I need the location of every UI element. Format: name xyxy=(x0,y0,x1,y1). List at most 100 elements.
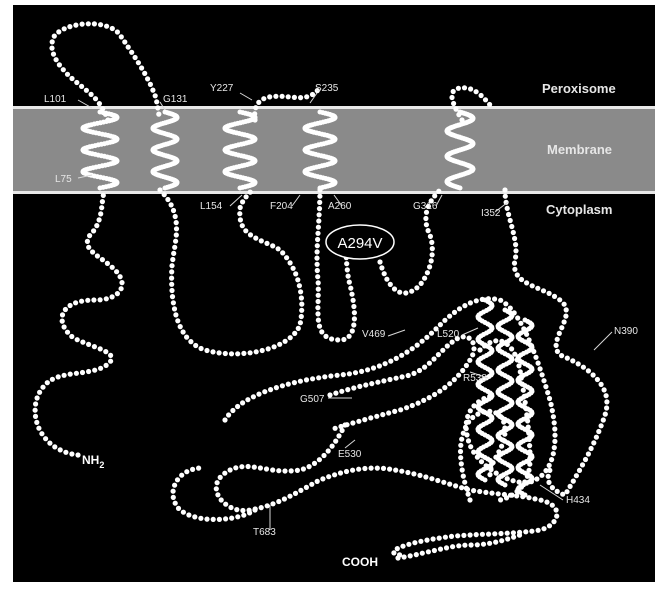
residue-label-l154: L154 xyxy=(200,201,223,212)
residue-bead xyxy=(270,243,275,248)
residue-bead xyxy=(603,412,608,417)
residue-bead xyxy=(512,236,517,241)
residue-bead xyxy=(100,199,105,204)
residue-bead xyxy=(562,319,567,324)
residue-bead xyxy=(424,222,429,227)
residue-bead xyxy=(115,29,120,34)
residue-bead xyxy=(467,497,472,502)
residue-bead xyxy=(411,471,416,476)
residue-bead xyxy=(298,320,303,325)
residue-bead xyxy=(100,257,105,262)
residue-bead xyxy=(43,436,48,441)
residue-bead xyxy=(287,494,292,499)
residue-bead xyxy=(317,194,322,199)
residue-bead xyxy=(240,400,245,405)
residue-bead xyxy=(315,231,320,236)
residue-bead xyxy=(170,294,175,299)
residue-bead xyxy=(559,353,564,358)
residue-bead xyxy=(438,547,443,552)
residue-bead xyxy=(477,489,482,494)
residue-bead xyxy=(86,245,91,250)
residue-bead xyxy=(601,417,606,422)
residue-bead xyxy=(276,468,281,473)
residue-bead xyxy=(351,322,356,327)
residue-bead xyxy=(91,297,96,302)
residue-bead xyxy=(453,483,458,488)
residue-bead xyxy=(458,443,463,448)
residue-bead xyxy=(314,256,319,261)
residue-bead xyxy=(47,441,52,446)
residue-bead xyxy=(375,466,380,471)
residue-bead xyxy=(487,472,492,477)
residue-bead xyxy=(463,425,468,430)
residue-bead xyxy=(65,72,70,77)
residue-bead xyxy=(351,298,356,303)
residue-bead xyxy=(260,348,265,353)
residue-bead xyxy=(350,468,355,473)
residue-bead xyxy=(56,29,61,34)
residue-bead xyxy=(383,361,388,366)
residue-bead xyxy=(95,253,100,258)
residue-bead xyxy=(468,300,473,305)
residue-bead xyxy=(276,499,281,504)
residue-bead xyxy=(280,383,285,388)
residue-bead xyxy=(412,540,417,545)
residue-bead xyxy=(316,280,321,285)
residue-bead xyxy=(405,470,410,475)
residue-bead xyxy=(171,489,176,494)
residue-bead xyxy=(157,187,162,192)
residue-bead xyxy=(67,24,72,29)
residue-bead xyxy=(315,249,320,254)
residue-bead xyxy=(327,392,332,397)
residue-bead xyxy=(268,387,273,392)
residue-bead xyxy=(45,380,50,385)
residue-bead xyxy=(481,542,486,547)
residue-bead xyxy=(89,92,94,97)
residue-label-y227: Y227 xyxy=(210,83,234,94)
residue-bead xyxy=(299,314,304,319)
residue-bead xyxy=(552,433,557,438)
residue-label-t683: T683 xyxy=(253,527,276,538)
residue-bead xyxy=(240,223,245,228)
residue-bead xyxy=(494,471,499,476)
residue-bead xyxy=(329,336,334,341)
residue-bead xyxy=(37,390,42,395)
residue-label-l520: L520 xyxy=(437,329,460,340)
residue-bead xyxy=(540,372,545,377)
residue-bead xyxy=(493,338,498,343)
residue-bead xyxy=(455,533,460,538)
residue-bead xyxy=(395,546,400,551)
residue-bead xyxy=(512,261,517,266)
residue-bead xyxy=(349,292,354,297)
residue-bead xyxy=(253,236,258,241)
residue-bead xyxy=(204,517,209,522)
residue-bead xyxy=(442,385,447,390)
residue-bead xyxy=(432,548,437,553)
residue-bead xyxy=(523,529,528,534)
residue-bead xyxy=(420,551,425,556)
residue-bead xyxy=(429,331,434,336)
residue-bead xyxy=(259,238,264,243)
residue-bead xyxy=(550,485,555,490)
residue-bead xyxy=(79,84,84,89)
residue-bead xyxy=(85,298,90,303)
residue-bead xyxy=(344,469,349,474)
residue-bead xyxy=(509,493,514,498)
residue-bead xyxy=(139,65,144,70)
residue-bead xyxy=(493,540,498,545)
residue-bead xyxy=(104,363,109,368)
residue-bead xyxy=(549,402,554,407)
residue-bead xyxy=(235,351,240,356)
residue-bead xyxy=(176,506,181,511)
residue-bead xyxy=(418,539,423,544)
residue-bead xyxy=(238,217,243,222)
residue-bead xyxy=(509,224,514,229)
residue-bead xyxy=(298,488,303,493)
residue-bead xyxy=(68,372,73,377)
residue-bead xyxy=(591,440,596,445)
residue-bead xyxy=(228,467,233,472)
residue-bead xyxy=(461,533,466,538)
residue-bead xyxy=(84,88,89,93)
residue-bead xyxy=(256,100,261,105)
residue-label-h434: H434 xyxy=(566,495,590,506)
